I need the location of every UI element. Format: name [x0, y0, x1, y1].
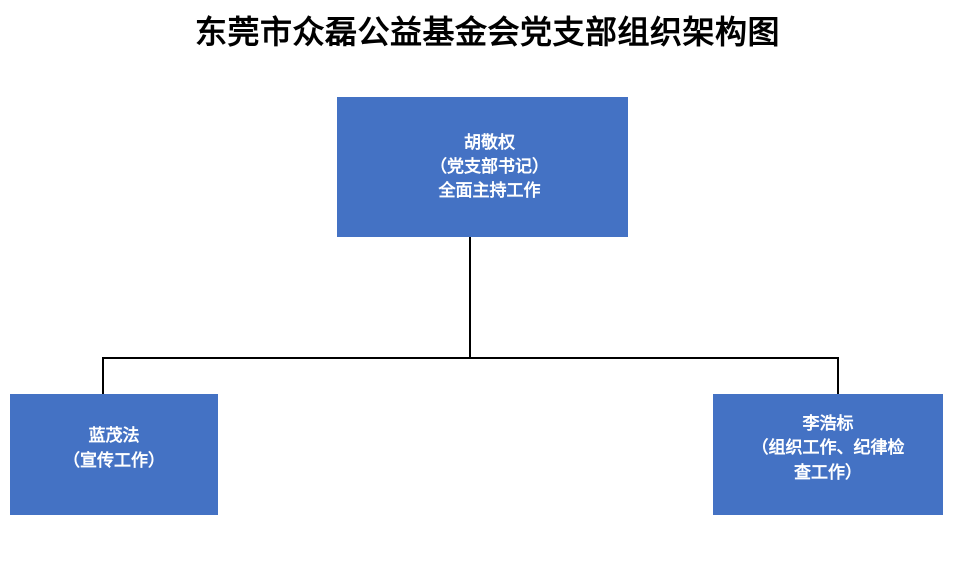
org-node-left[interactable]: 蓝茂法 （宣传工作） — [10, 394, 218, 515]
org-node-root[interactable]: 胡敬权 （党支部书记） 全面主持工作 — [337, 97, 628, 237]
org-node-left-label: 蓝茂法 （宣传工作） — [63, 426, 165, 470]
connector-root-vertical — [469, 237, 471, 359]
connector-left-branch — [102, 357, 104, 395]
org-node-root-label: 胡敬权 （党支部书记） 全面主持工作 — [430, 132, 549, 201]
connector-horizontal-bus — [102, 357, 839, 359]
page-title: 东莞市众磊公益基金会党支部组织架构图 — [194, 14, 780, 50]
org-node-right-label: 李浩标 （组织工作、纪律检 查工作） — [751, 414, 905, 482]
org-node-right[interactable]: 李浩标 （组织工作、纪律检 查工作） — [713, 394, 943, 515]
connector-right-branch — [837, 357, 839, 395]
